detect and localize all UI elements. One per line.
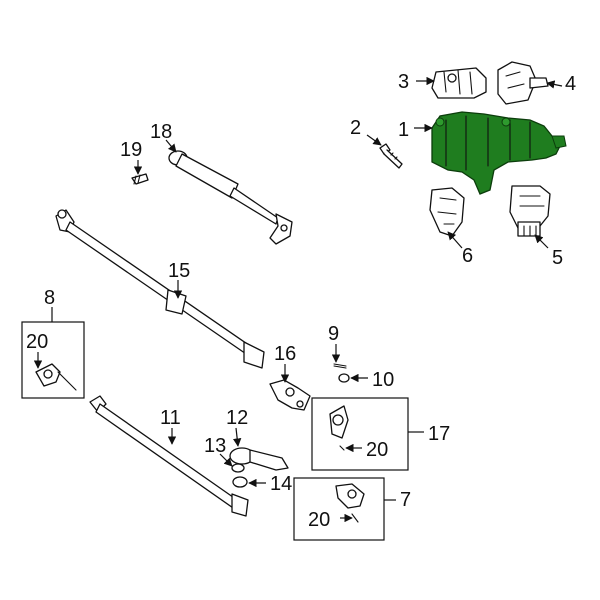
callout-9: 9 [328, 323, 339, 345]
part-13-washer[interactable] [231, 463, 245, 473]
box-part-7 [293, 477, 385, 541]
box-part-17 [311, 397, 409, 471]
callout-17: 17 [428, 423, 450, 445]
callout-13: 13 [204, 435, 226, 457]
callout-12: 12 [226, 407, 248, 429]
part-18-damper[interactable] [168, 150, 293, 245]
callout-2: 2 [350, 117, 361, 139]
callout-18: 18 [150, 121, 172, 143]
callout-5: 5 [552, 247, 563, 269]
part-10-nut[interactable] [338, 373, 350, 383]
part-16-bracket[interactable] [269, 379, 311, 411]
callout-19: 19 [120, 139, 142, 161]
part-4-valve[interactable] [497, 61, 549, 105]
callout-20-box7: 20 [308, 509, 330, 531]
callout-3: 3 [398, 71, 409, 93]
part-20-tie-rod-end-7[interactable] [335, 483, 365, 523]
callout-10: 10 [372, 369, 394, 391]
part-3-bracket[interactable] [431, 67, 487, 99]
part-20-tie-rod-end-17[interactable] [329, 405, 349, 451]
part-19-bolt[interactable] [131, 173, 149, 185]
part-12-pitman-arm[interactable] [229, 447, 289, 471]
callout-16: 16 [274, 343, 296, 365]
callout-11: 11 [160, 407, 181, 429]
box-part-8 [21, 321, 85, 399]
callout-1: 1 [398, 119, 409, 141]
part-14-nut[interactable] [232, 476, 248, 488]
callout-8: 8 [44, 287, 55, 309]
callout-7: 7 [400, 489, 411, 511]
part-5-block[interactable] [509, 185, 551, 237]
leader-lines [33, 76, 563, 523]
part-9-cotter-pin[interactable] [333, 363, 347, 369]
callout-6: 6 [462, 245, 473, 267]
callout-4: 4 [565, 73, 576, 95]
part-15-tie-rod[interactable] [55, 209, 265, 369]
part-20-tie-rod-end-left[interactable] [35, 363, 77, 391]
part-11-drag-link[interactable] [89, 395, 249, 517]
part-6-bracket[interactable] [429, 187, 465, 237]
callout-20-box17: 20 [366, 439, 388, 461]
part-2-bolt[interactable] [379, 143, 403, 169]
callout-15: 15 [168, 260, 190, 282]
callout-20-box8: 20 [26, 331, 48, 353]
part-1-steering-gear[interactable] [431, 111, 567, 195]
callout-14: 14 [270, 473, 292, 495]
